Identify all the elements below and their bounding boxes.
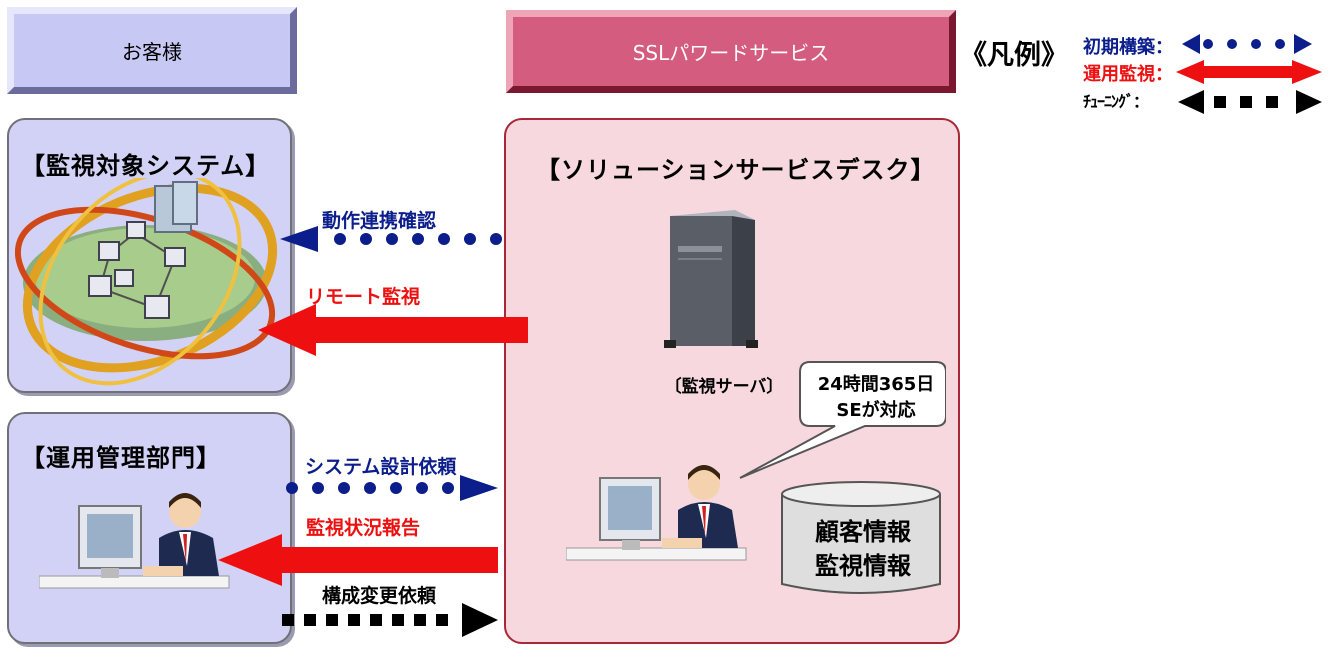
target-system-panel: 【監視対象システム】 (7, 118, 292, 393)
legend-dotted-arrow (1182, 34, 1312, 54)
desk-operator-icon (566, 465, 747, 561)
legend-solid-arrow (1176, 60, 1322, 84)
customer-header-label: お客様 (122, 40, 182, 64)
legend-tuning-label: ﾁｭｰﾆﾝｸﾞ： (1083, 92, 1149, 111)
server-tower-icon (664, 210, 758, 348)
legend-initial-build-label: 初期構築： (1083, 37, 1173, 58)
database-cylinder-icon (781, 481, 941, 594)
server-label: 〔監視サーバ〕 (664, 377, 784, 397)
provider-header-label: SSLパワードサービス (632, 41, 830, 65)
legend-operation-monitoring-label: 運用監視： (1083, 64, 1173, 85)
legend-title: 《凡例》 (960, 40, 1068, 71)
callout-line1: 24時間365日 (817, 374, 935, 395)
database-line2: 監視情報 (815, 552, 911, 580)
service-desk-title: 【ソリューションサービスデスク】 (536, 156, 936, 184)
callout-line2: SEが対応 (836, 400, 916, 421)
operations-dept-panel: 【運用管理部門】 (7, 412, 292, 644)
provider-header: SSLパワードサービス (506, 10, 956, 93)
operations-dept-title: 【運用管理部門】 (21, 444, 221, 472)
service-desk-panel: 【ソリューションサービスデスク】 〔監視サーバ〕 24時間365日 SEが対応 … (504, 118, 960, 644)
config-change-request-label: 構成変更依頼 (322, 585, 437, 607)
network-system-illustration (15, 178, 278, 386)
remote-monitoring-arrow (258, 304, 528, 356)
remote-monitoring-label: リモート監視 (306, 286, 421, 308)
speech-callout (739, 361, 946, 479)
status-report-label: 監視状況報告 (306, 517, 421, 539)
legend-square-arrow (1178, 90, 1322, 114)
customer-header: お客様 (7, 7, 297, 94)
target-system-title: 【監視対象システム】 (21, 152, 271, 180)
config-change-request-arrow (282, 603, 498, 637)
system-design-request-label: システム設計依頼 (305, 456, 457, 478)
operator-at-computer-icon (39, 493, 230, 589)
database-line1: 顧客情報 (815, 518, 911, 546)
operation-check-label: 動作連携確認 (322, 210, 437, 232)
